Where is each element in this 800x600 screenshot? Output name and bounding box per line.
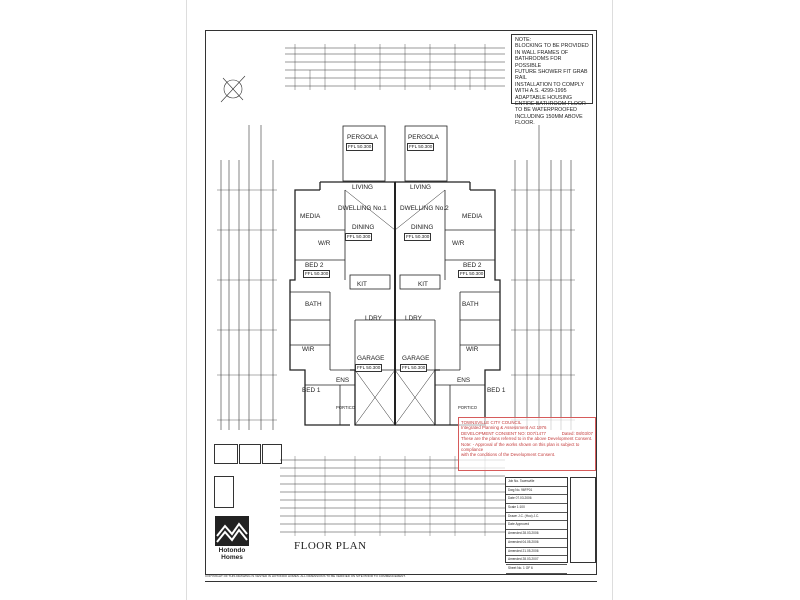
bed2-2-level: FFL 50.300 — [458, 270, 486, 278]
hotondo-logo-text: Hotondo Homes — [213, 547, 251, 561]
pergola-1-level: FFL 50.300 — [346, 143, 374, 151]
garage-2-label: GARAGE — [402, 355, 430, 362]
footer-disclaimer: COPYRIGHT OF THIS DRAWING IS VESTED IN H… — [205, 575, 597, 582]
dining-1-level: FFL 50.300 — [345, 233, 373, 241]
kit-2-label: KIT — [418, 281, 428, 288]
garage-1-label: GARAGE — [357, 355, 385, 362]
pergola-2-label: PERGOLA — [408, 134, 439, 141]
title-block-row: Drawn J.C. (Hoo) J.C. — [506, 513, 567, 522]
blocking-note: NOTE: BLOCKING TO BE PROVIDED IN WALL FR… — [511, 34, 593, 126]
living-2-label: LIVING — [410, 184, 431, 191]
stamp-line-2: Note: - Approval of the works shown on t… — [461, 441, 580, 453]
title-block-row: Amended 04.05.2006 — [506, 539, 567, 548]
note-line: INCLUDING 150mm ABOVE — [515, 113, 583, 120]
living-1-label: LIVING — [352, 184, 373, 191]
stamp-council: TOWNSVILLE CITY COUNCIL — [461, 420, 522, 425]
dwelling-1-label: DWELLING No.1 — [338, 205, 387, 212]
title-block-row: Date 07.03.2006 — [506, 495, 567, 505]
wir-1-label: WIR — [302, 346, 315, 353]
note-line: ENTIRE BATHROOM FLOOR — [515, 101, 586, 108]
title-block-row: Sheet No. 1 OF 6 — [506, 565, 567, 574]
media-1-label: MEDIA — [300, 213, 321, 220]
dwelling-2-label: DWELLING No.2 — [400, 205, 449, 212]
dining-1-label: DINING — [352, 224, 375, 231]
floor-plan-drawing — [217, 44, 575, 536]
stamp-dated-label: Dated: — [561, 430, 575, 436]
title-block: Job No. Townsville Dwg No. 96FP01 Date 0… — [505, 477, 568, 574]
bed2-1-label: BED 2 — [305, 262, 324, 269]
note-line: BLOCKING TO BE PROVIDED — [515, 43, 589, 50]
ldry-1-label: LDRY — [365, 315, 382, 322]
logo-line-2: Homes — [221, 554, 243, 561]
drawing-border — [205, 30, 597, 575]
ldry-2-label: LDRY — [405, 315, 422, 322]
hotondo-logo-icon — [215, 516, 249, 546]
wr-1-label: W/R — [318, 240, 331, 247]
note-line: WITH A.S. 4299-1995 — [515, 88, 567, 95]
logo-line-1: Hotondo — [218, 547, 246, 554]
certification-badge — [262, 444, 282, 464]
stamp-date: 08/03/07 — [575, 430, 593, 436]
kit-1-label: KIT — [357, 281, 367, 288]
title-block-row: Amended 28.03.2006 — [506, 530, 567, 539]
council-approval-stamp: TOWNSVILLE CITY COUNCIL Integrated Plann… — [458, 417, 596, 471]
note-line: ADAPTABLE HOUSING — [515, 94, 573, 101]
garage-1-level: FFL 50.300 — [355, 364, 383, 372]
note-line: FLOOR. — [515, 120, 535, 127]
bed1-1-label: BED 1 — [302, 387, 321, 394]
pergola-2-level: FFL 50.300 — [407, 143, 435, 151]
title-block-row: Dwg No. 96FP01 — [506, 487, 567, 496]
stamp-line-3: with the conditions of the Development C… — [461, 452, 556, 458]
certification-badge — [214, 444, 238, 464]
stamp-line-1: These are the plans referred to in the a… — [461, 436, 593, 442]
note-line: FUTURE SHOWER FIT GRAB RAIL — [515, 69, 588, 82]
title-block-row: Date Approved — [506, 521, 567, 531]
portico-2-label: PORTICO — [458, 405, 478, 410]
note-line: TO BE WATERPROOFED — [515, 107, 577, 114]
bath-1-label: BATH — [305, 301, 322, 308]
garage-2-level: FFL 50.300 — [400, 364, 428, 372]
dining-2-label: DINING — [411, 224, 434, 231]
stamp-act: Integrated Planning & Assessment Act 197… — [461, 425, 547, 431]
title-block-row: Amended 28.03.2007 — [506, 556, 567, 565]
certification-badge — [214, 476, 234, 508]
wr-2-label: W/R — [452, 240, 465, 247]
note-line: NOTE: — [515, 37, 532, 43]
ens-1-label: ENS — [336, 377, 350, 384]
note-line: IN WALL FRAMES OF — [515, 49, 569, 56]
portico-1-label: PORTICO — [336, 405, 356, 410]
bed2-2-label: BED 2 — [463, 262, 482, 269]
ens-2-label: ENS — [457, 377, 471, 384]
dining-2-level: FFL 50.300 — [404, 233, 432, 241]
media-2-label: MEDIA — [462, 213, 483, 220]
title-block-side-panel — [570, 477, 596, 563]
note-line: BATHROOMS FOR POSSIBLE — [515, 56, 562, 69]
title-block-row: Scale 1:100 — [506, 504, 567, 513]
bed1-2-label: BED 1 — [487, 387, 506, 394]
pergola-1-label: PERGOLA — [347, 134, 378, 141]
drawing-title: FLOOR PLAN — [294, 540, 367, 552]
stamp-consent: DEVELOPMENT CONSENT NO: D07/1477 — [461, 430, 546, 436]
bed2-1-level: FFL 50.300 — [303, 270, 331, 278]
title-block-row: Job No. Townsville — [506, 478, 567, 487]
wir-2-label: WIR — [466, 346, 479, 353]
bath-2-label: BATH — [462, 301, 479, 308]
certification-badge — [239, 444, 261, 464]
title-block-row: Amended 21.05.2006 — [506, 548, 567, 557]
note-line: INSTALLATION TO COMPLY — [515, 81, 584, 88]
